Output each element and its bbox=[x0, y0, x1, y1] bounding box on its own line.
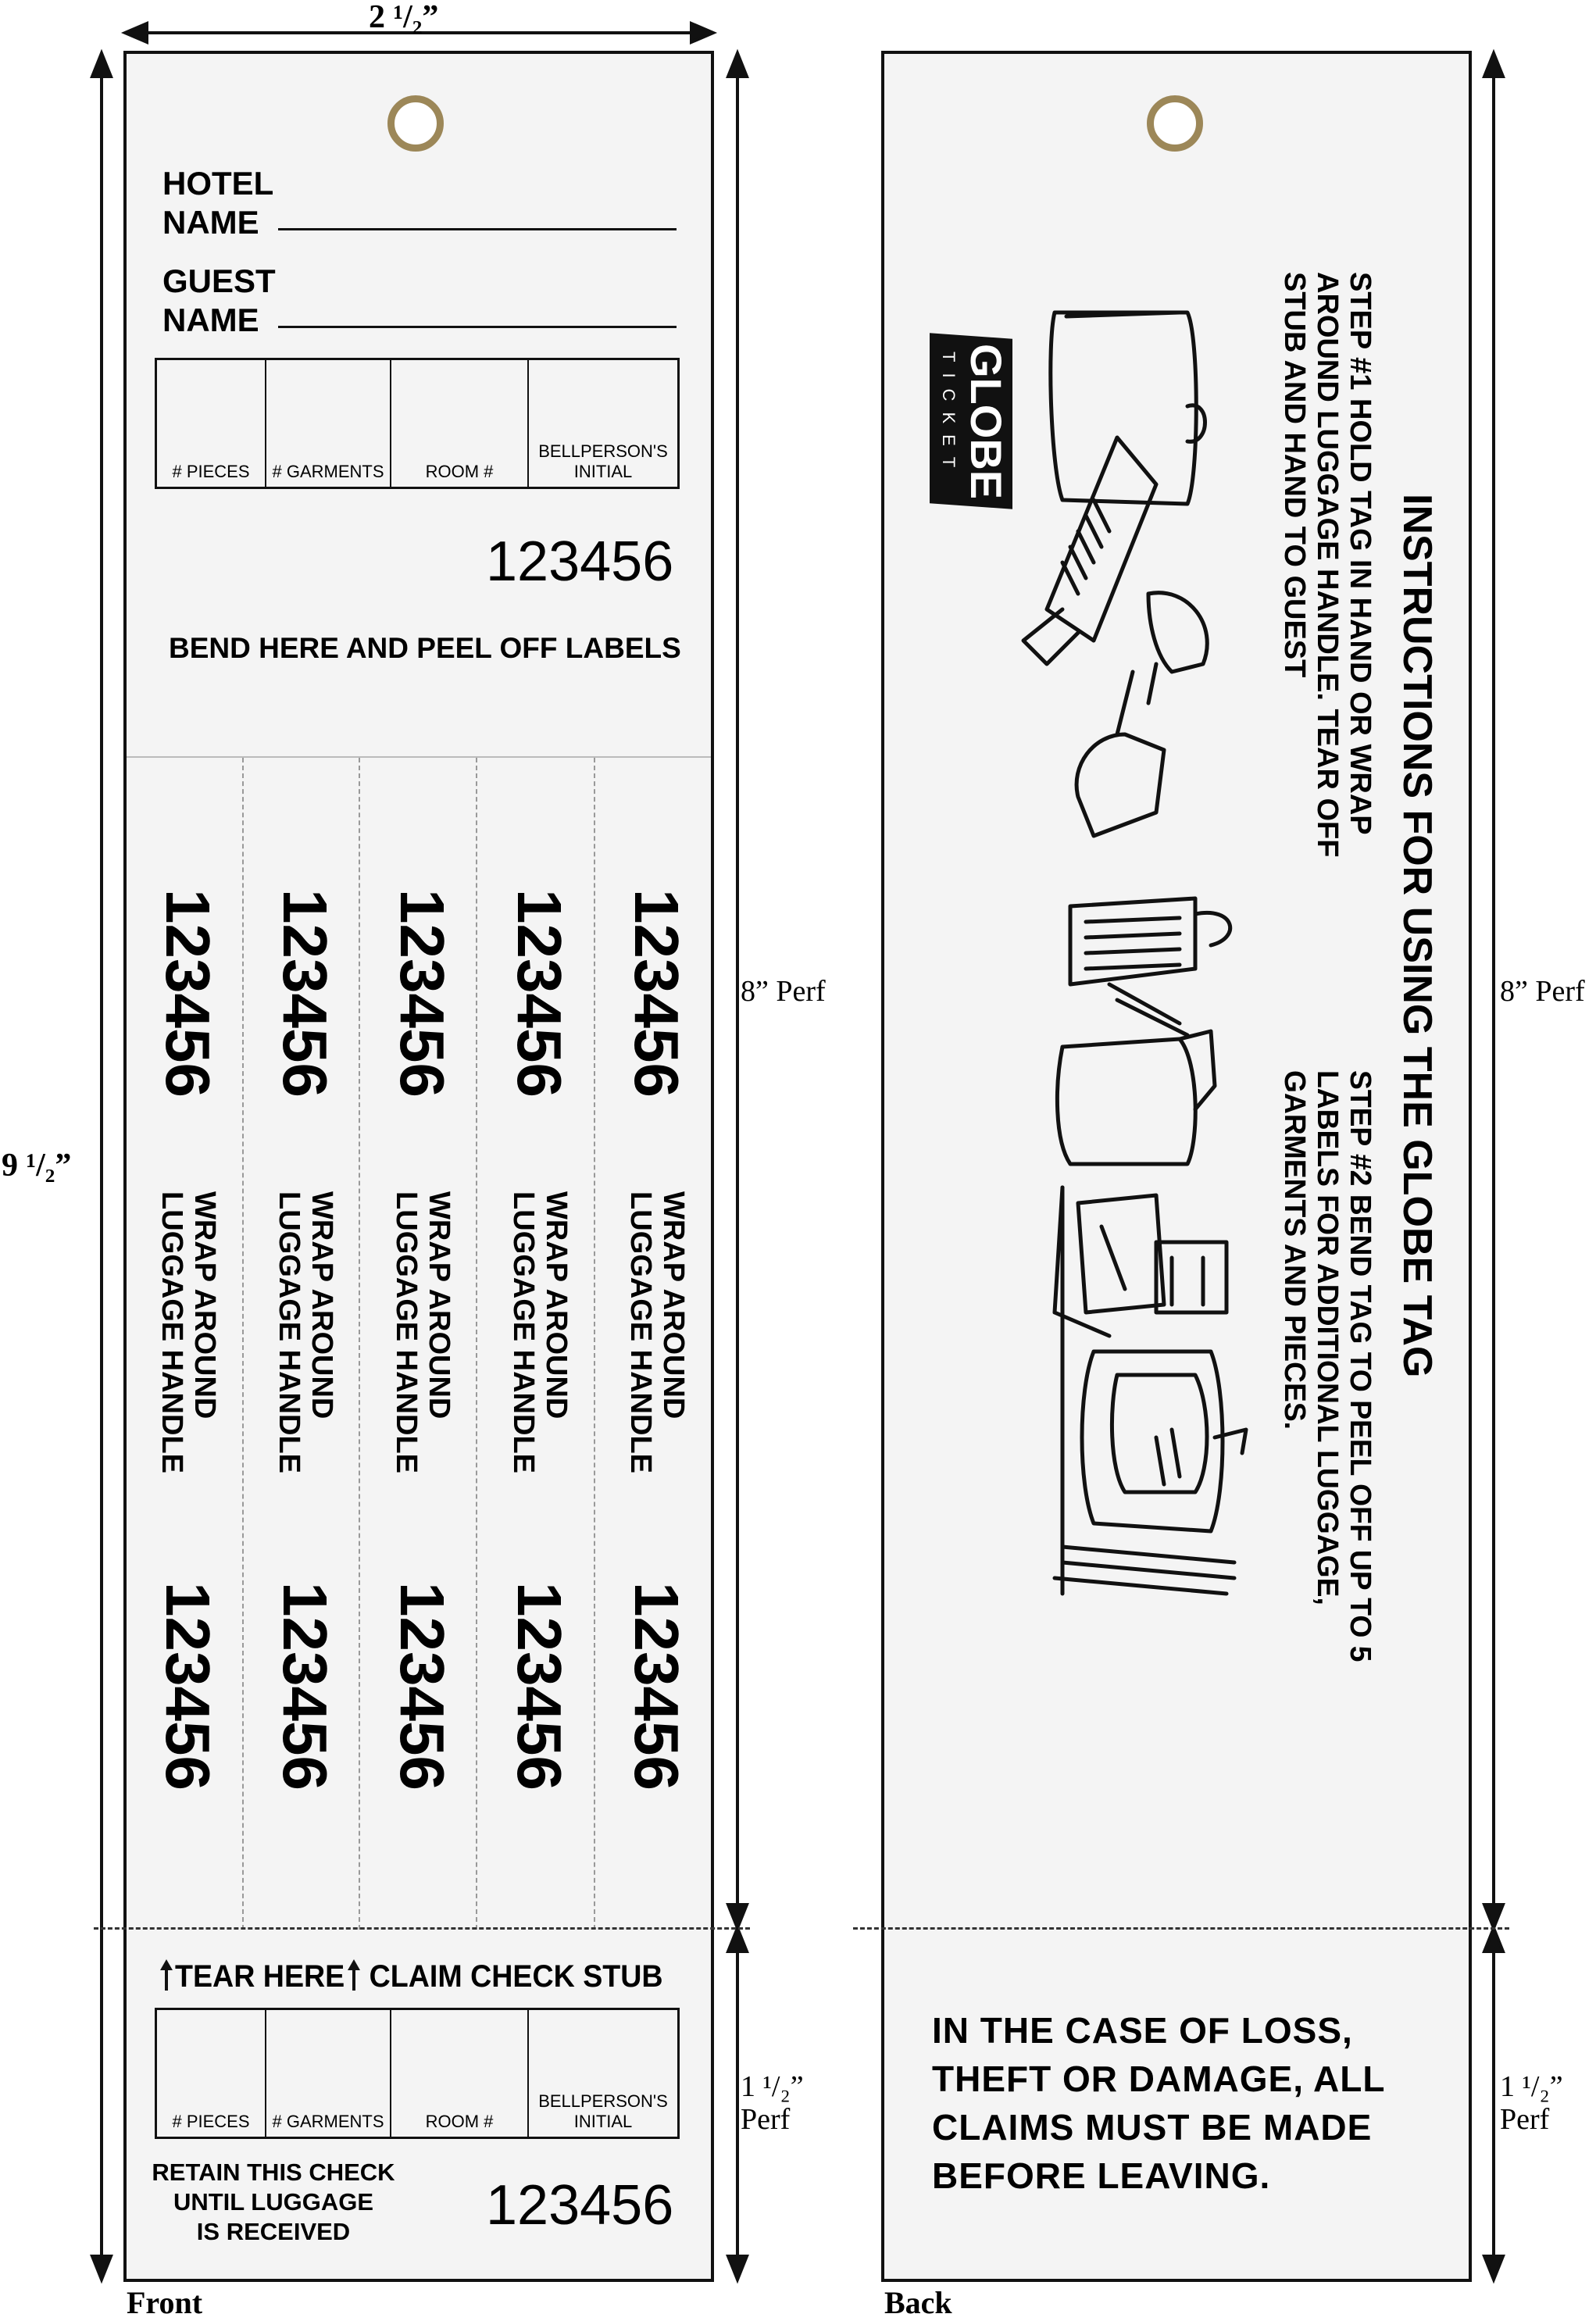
front-tear-perforation[interactable] bbox=[94, 1927, 750, 1930]
strip-4-wrap-line1: WRAP AROUND bbox=[540, 1191, 573, 1419]
strip-2-number-bottom: 123456 bbox=[270, 1582, 340, 1791]
pieces-label: # PIECES bbox=[172, 462, 250, 481]
garments-field[interactable]: # GARMENTS bbox=[266, 360, 391, 487]
pieces-field[interactable]: # PIECES bbox=[157, 360, 266, 487]
stub-pieces-field[interactable]: # PIECES bbox=[157, 2010, 266, 2137]
strip-separator bbox=[242, 758, 244, 1930]
hotel-label-line2: NAME bbox=[162, 204, 259, 241]
hotel-name-field[interactable] bbox=[278, 228, 677, 230]
front-grommet-hole bbox=[387, 95, 444, 152]
strip-3-number-top: 123456 bbox=[387, 889, 457, 1098]
bend-instruction: BEND HERE AND PEEL OFF LABELS bbox=[169, 632, 681, 664]
strip-2-wrap-line1: WRAP AROUND bbox=[305, 1191, 338, 1419]
guest-label-line1: GUEST bbox=[162, 262, 276, 299]
luggage-illustrations bbox=[1021, 310, 1248, 1596]
back-perf-15-label: 1 ¹/₂” Perf bbox=[1500, 2070, 1563, 2136]
strip-5-wrap-line2: LUGGAGE HANDLE bbox=[624, 1191, 657, 1473]
stub-garments-label: # GARMENTS bbox=[272, 2112, 384, 2131]
front-perf-8-label: 8” Perf bbox=[741, 975, 826, 1008]
strip-1-number-bottom: 123456 bbox=[153, 1582, 223, 1791]
garments-label: # GARMENTS bbox=[272, 462, 384, 481]
front-caption: Front bbox=[127, 2285, 203, 2320]
front-perf-15-label: 1 ¹/₂” Perf bbox=[741, 2070, 804, 2136]
tear-arrow-icon bbox=[160, 1959, 173, 1991]
strip-1-wrap-line1: WRAP AROUND bbox=[188, 1191, 221, 1419]
strip-2-number-top: 123456 bbox=[270, 889, 340, 1098]
ticket-number: 123456 bbox=[486, 530, 674, 593]
strip-5-number-bottom: 123456 bbox=[622, 1582, 691, 1791]
strip-3-wrap-line1: WRAP AROUND bbox=[423, 1191, 455, 1419]
bellperson-field[interactable]: BELLPERSON'S INITIAL bbox=[529, 360, 677, 487]
instructions-title: INSTRUCTIONS FOR USING THE GLOBE TAG bbox=[1394, 494, 1440, 1378]
retain-notice: RETAIN THIS CHECK UNTIL LUGGAGE IS RECEI… bbox=[152, 2159, 395, 2245]
strip-4-wrap-line2: LUGGAGE HANDLE bbox=[507, 1191, 540, 1473]
step-2-text: STEP #2 BEND TAG TO PEEL OFF UP TO 5 LAB… bbox=[1278, 1070, 1376, 1662]
tear-arrow-icon bbox=[348, 1959, 360, 1991]
back-caption: Back bbox=[884, 2285, 952, 2320]
back-tear-perforation[interactable] bbox=[853, 1927, 1509, 1930]
strip-1-number-top: 123456 bbox=[153, 889, 223, 1098]
hotel-label-line1: HOTEL bbox=[162, 165, 274, 202]
stub-ticket-number: 123456 bbox=[486, 2174, 674, 2237]
front-tag bbox=[123, 51, 714, 2282]
strip-5-number-top: 123456 bbox=[622, 889, 691, 1098]
back-grommet-hole bbox=[1147, 95, 1203, 152]
strip-separator bbox=[359, 758, 360, 1930]
strip-4-number-top: 123456 bbox=[505, 889, 574, 1098]
stub-room-field[interactable]: ROOM # bbox=[391, 2010, 529, 2137]
stub-header: TEAR HERE CLAIM CHECK STUB bbox=[175, 1959, 663, 1994]
strip-3-wrap-line2: LUGGAGE HANDLE bbox=[390, 1191, 423, 1473]
strip-4-number-bottom: 123456 bbox=[505, 1582, 574, 1791]
strip-5-wrap-line1: WRAP AROUND bbox=[657, 1191, 690, 1419]
back-perf-8-label: 8” Perf bbox=[1500, 975, 1585, 1008]
label-section-divider bbox=[127, 756, 711, 758]
stub-bellperson-field[interactable]: BELLPERSON'S INITIAL bbox=[529, 2010, 677, 2137]
stub-garments-field[interactable]: # GARMENTS bbox=[266, 2010, 391, 2137]
guest-name-field[interactable] bbox=[278, 326, 677, 328]
step-1-text: STEP #1 HOLD TAG IN HAND OR WRAP AROUND … bbox=[1278, 272, 1376, 858]
front-info-grid: # PIECES # GARMENTS ROOM # BELLPERSON'S … bbox=[155, 358, 680, 489]
strip-3-number-bottom: 123456 bbox=[387, 1582, 457, 1791]
room-label: ROOM # bbox=[425, 462, 494, 481]
logo-subtext: TICKET bbox=[939, 352, 959, 479]
room-field[interactable]: ROOM # bbox=[391, 360, 529, 487]
stub-bellperson-label: BELLPERSON'S INITIAL bbox=[538, 2091, 668, 2131]
width-dimension-label: 2 ¹/₂” bbox=[369, 0, 439, 35]
guest-label-line2: NAME bbox=[162, 302, 259, 338]
strip-1-wrap-line2: LUGGAGE HANDLE bbox=[155, 1191, 188, 1473]
height-dimension-label: 9 ¹/₂” bbox=[2, 1148, 72, 1184]
bellperson-label: BELLPERSON'S INITIAL bbox=[538, 441, 668, 481]
stub-info-grid: # PIECES # GARMENTS ROOM # BELLPERSON'S … bbox=[155, 2008, 680, 2139]
stub-pieces-label: # PIECES bbox=[172, 2112, 250, 2131]
strip-2-wrap-line2: LUGGAGE HANDLE bbox=[273, 1191, 305, 1473]
claims-notice: IN THE CASE OF LOSS, THEFT OR DAMAGE, AL… bbox=[932, 2010, 1386, 2196]
strip-separator bbox=[594, 758, 595, 1930]
stub-room-label: ROOM # bbox=[425, 2112, 494, 2131]
strip-separator bbox=[476, 758, 477, 1930]
